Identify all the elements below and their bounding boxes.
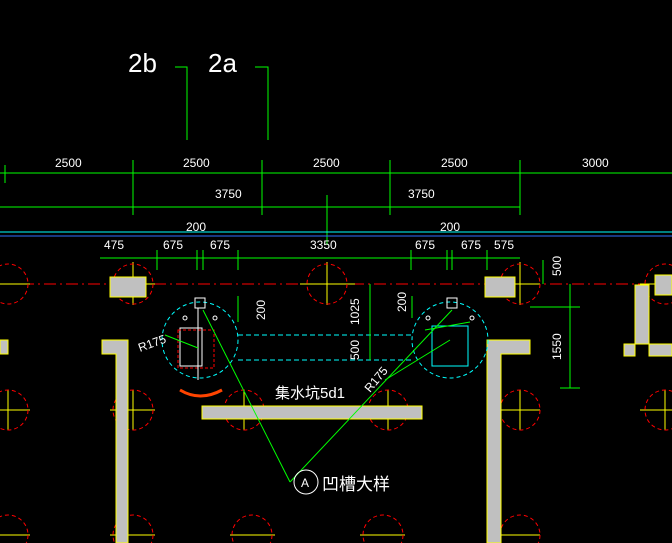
wall-beam [201,405,423,420]
pit-dot [212,315,218,321]
wall-stub-left [0,339,9,355]
column-circle [0,263,29,305]
sump-pit-right [411,297,489,379]
fourth-dimension-chain [100,250,520,270]
sump-pit-left [161,297,239,380]
fourth-dim-1: 475 [104,238,124,252]
pit-drain [194,297,206,309]
wall-far-right [623,284,672,357]
leader-line [289,309,453,483]
column-circle [231,514,273,543]
second-dim-1: 3750 [215,187,242,201]
pit-red-box [177,329,215,369]
wall-block [654,274,672,296]
pit-circle [161,301,239,379]
column-circle [362,514,404,543]
pit-box [179,327,203,367]
top-dimension-chain [0,160,672,215]
vdim-500: 500 [348,340,362,360]
column-circle [499,263,541,305]
vdim-1025: 1025 [348,298,362,325]
arc-mark [179,388,223,398]
column-circle [644,389,672,431]
detail-callout: A 凹槽大样 [293,469,390,495]
axis-leader-2a [255,66,269,140]
axis-labels: 2b 2a [128,48,269,140]
column-circle [0,514,29,543]
pit-dot [469,315,475,321]
vdim-200-right: 200 [395,292,409,312]
vdim-500-right: 500 [550,256,564,276]
leader-line [164,334,199,349]
column-circle [499,514,541,543]
fourth-dim-6: 675 [461,238,481,252]
detail-marker-circle [293,469,319,495]
wall-block [109,276,147,298]
leader-line [384,339,451,381]
vdim-200-left: 200 [254,300,268,320]
column-circles [0,263,672,543]
axis-label-2a: 2a [208,48,237,78]
walls [0,274,672,543]
column-circle [112,389,154,431]
vertical-dimensions [237,260,580,389]
wall-left [101,339,129,543]
pit-circle [411,301,489,379]
second-dimension-chain [0,195,520,245]
top-dim-5: 3000 [582,156,609,170]
vdim-1550: 1550 [550,333,564,360]
wall-right [486,339,531,543]
axis-label-2b: 2b [128,48,157,78]
detail-leaders [164,309,471,483]
column-circle [644,263,672,305]
pit-box [431,325,469,367]
leader-line [202,309,291,483]
second-dim-2: 3750 [408,187,435,201]
detail-marker: A [301,476,309,490]
third-dim-2: 200 [440,220,460,234]
fourth-dim-4: 3350 [310,238,337,252]
fourth-dim-2: 675 [163,238,183,252]
wall-block [484,276,516,298]
pit-channel [238,334,412,361]
third-dim-1: 200 [186,220,206,234]
detail-title: 凹槽大样 [322,475,390,494]
column-circle [0,389,29,431]
pit-dot [182,315,188,321]
fourth-dim-7: 575 [494,238,514,252]
column-circle [112,263,154,305]
column-circle [499,389,541,431]
column-circle [112,514,154,543]
top-dim-4: 2500 [441,156,468,170]
fourth-dim-3: 675 [210,238,230,252]
pit-drain [446,297,458,309]
top-dim-3: 2500 [313,156,340,170]
column-circle [306,263,348,305]
pit-label: 集水坑5d1 [275,385,345,402]
fourth-dim-5: 675 [415,238,435,252]
top-dim-1: 2500 [55,156,82,170]
pit-dot [425,315,431,321]
top-dim-2: 2500 [183,156,210,170]
leader-line [424,321,471,331]
axis-leader-2b [175,66,188,140]
